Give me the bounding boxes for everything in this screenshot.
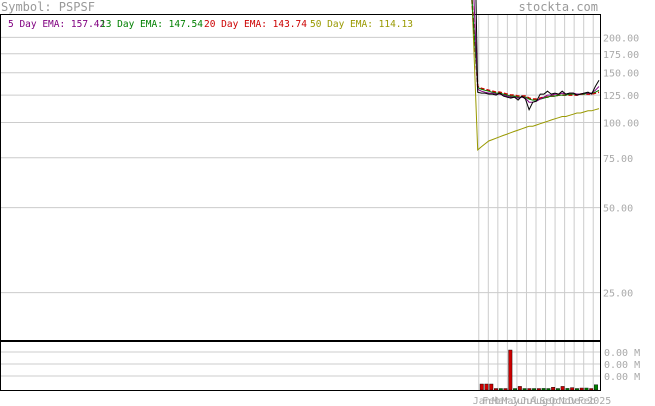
price-tick-label: 175.00: [603, 50, 639, 61]
volume-bar: [560, 386, 565, 391]
volume-bar: [498, 388, 503, 391]
volume-bar: [546, 388, 551, 391]
volume-bar: [513, 388, 518, 391]
volume-bar: [494, 388, 498, 391]
ema-legend-item: 5 Day EMA: 157.42: [8, 19, 105, 30]
date-tick-label: 2025: [587, 396, 611, 406]
volume-panel-frame: [0, 341, 601, 391]
date-tick-label: Nov: [559, 396, 577, 406]
volume-bar: [589, 388, 594, 391]
volume-bar: [551, 387, 556, 391]
price-tick-label: 25.00: [603, 289, 633, 300]
date-tick-label: Jan: [473, 396, 491, 406]
volume-bar: [508, 349, 513, 391]
volume-tick-label: 0.00 M: [604, 360, 640, 371]
date-tick-label: Jun: [511, 396, 529, 406]
ema50-line: [471, 0, 600, 151]
price-axis: 25.00 50.00 75.00 100.00 125.00 150.00 175.00 2…: [603, 33, 639, 299]
date-tick-label: Dec: [568, 396, 586, 406]
volume-bar: [479, 383, 484, 391]
volume-bar: [527, 388, 532, 391]
price-tick-label: 100.00: [603, 118, 639, 129]
volume-bar: [503, 388, 508, 391]
brand-label: stockta.com: [519, 0, 598, 14]
volume-bar: [579, 387, 584, 391]
price-tick-label: 75.00: [603, 154, 633, 165]
date-tick-label: Feb: [578, 396, 596, 406]
date-tick-label: Mar: [492, 396, 510, 406]
symbol-label: Symbol: PSPSF: [1, 0, 95, 14]
date-tick-label: Feb: [482, 396, 500, 406]
ema-legend-item: 13 Day EMA: 147.54: [100, 19, 203, 30]
date-tick-label: Jul: [520, 396, 538, 406]
volume-tick-label: 0.00 M: [604, 372, 640, 383]
volume-bar: [594, 384, 598, 391]
volume-axis: 0.00 M0.00 M0.00 M: [604, 348, 640, 383]
volume-bar: [575, 388, 579, 391]
price-panel-frame: [0, 14, 601, 341]
volume-tick-label: 0.00 M: [604, 348, 640, 359]
volume-bar: [517, 386, 522, 391]
volume-bars: [479, 349, 598, 391]
volume-bar: [565, 388, 570, 391]
volume-bar: [536, 388, 541, 391]
price-lines: [471, 0, 600, 151]
ema-legend-item: 50 Day EMA: 114.13: [310, 19, 413, 30]
date-tick-label: May: [501, 396, 519, 406]
price-tick-label: 200.00: [603, 33, 639, 44]
volume-bar: [489, 383, 494, 391]
ema-legend-item: 20 Day EMA: 143.74: [204, 19, 307, 30]
volume-bar: [522, 388, 527, 391]
price-line: [475, 0, 600, 112]
date-tick-label: Oct: [549, 396, 567, 406]
price-tick-label: 125.00: [603, 91, 639, 102]
price-tick-label: 150.00: [603, 69, 639, 80]
volume-bar: [570, 387, 575, 391]
price-tick-label: 50.00: [603, 204, 633, 215]
volume-bar: [532, 388, 537, 391]
date-tick-label: Aug: [530, 396, 548, 406]
grid-lines: [1, 15, 600, 390]
date-tick-label: Sep: [540, 396, 558, 406]
volume-bar: [584, 387, 589, 391]
volume-bar: [484, 383, 489, 391]
volume-bar: [555, 388, 560, 391]
volume-bar: [541, 388, 546, 391]
